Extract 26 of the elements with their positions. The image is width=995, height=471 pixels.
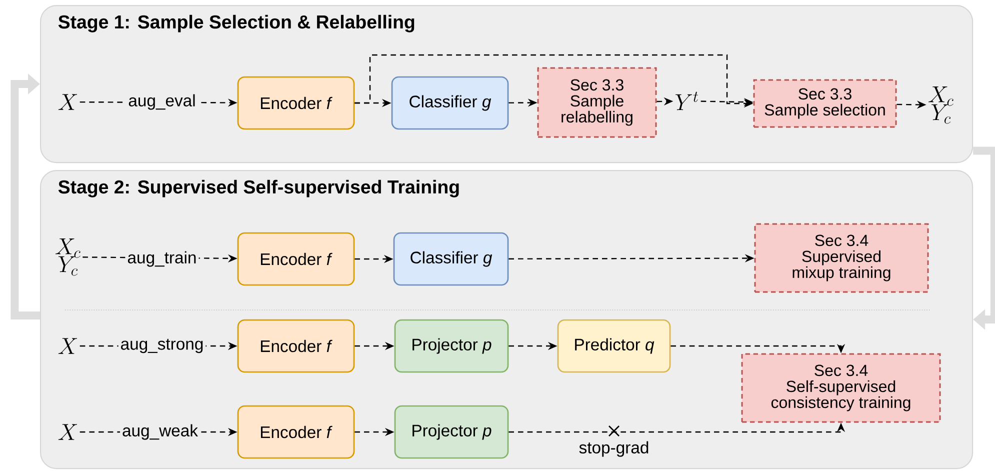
feedback-arrow [973, 146, 995, 330]
section-box: Sec 3.4 Self-supervised consistency training [741, 353, 941, 423]
section-box: Sec 3.3 Sample selection [753, 79, 897, 128]
math-symbol: $X_c$ $Y_c$ [928, 86, 954, 124]
process-box: Classifier g [391, 76, 509, 130]
edge-label: aug_strong [118, 336, 206, 356]
process-box: Encoder f [237, 232, 355, 286]
process-box: Predictor q [557, 319, 671, 373]
process-box: Encoder f [237, 319, 355, 373]
section-box: Sec 3.4 Supervised mixup training [754, 223, 929, 293]
math-symbol: $X$ [58, 338, 78, 354]
math-symbol: $X$ [58, 424, 78, 440]
process-box: Encoder f [237, 76, 355, 130]
edge-label: stop-grad [579, 441, 648, 457]
process-box: Projector p [394, 319, 509, 373]
edge-label: aug_eval [126, 92, 198, 112]
process-box: Classifier g [393, 232, 509, 286]
math-symbol: $X$ [58, 94, 78, 110]
math-symbol: $X_c$ $Y_c$ [56, 238, 80, 276]
math-symbol: $Y^t$ [676, 92, 698, 110]
feedback-arrow [10, 74, 40, 320]
process-box: Projector p [394, 405, 509, 459]
edge-label: aug_train [125, 249, 199, 269]
edge-label: aug_weak [120, 422, 200, 442]
process-box: Encoder f [237, 405, 355, 459]
section-box: Sec 3.3 Sample relabelling [537, 67, 657, 138]
